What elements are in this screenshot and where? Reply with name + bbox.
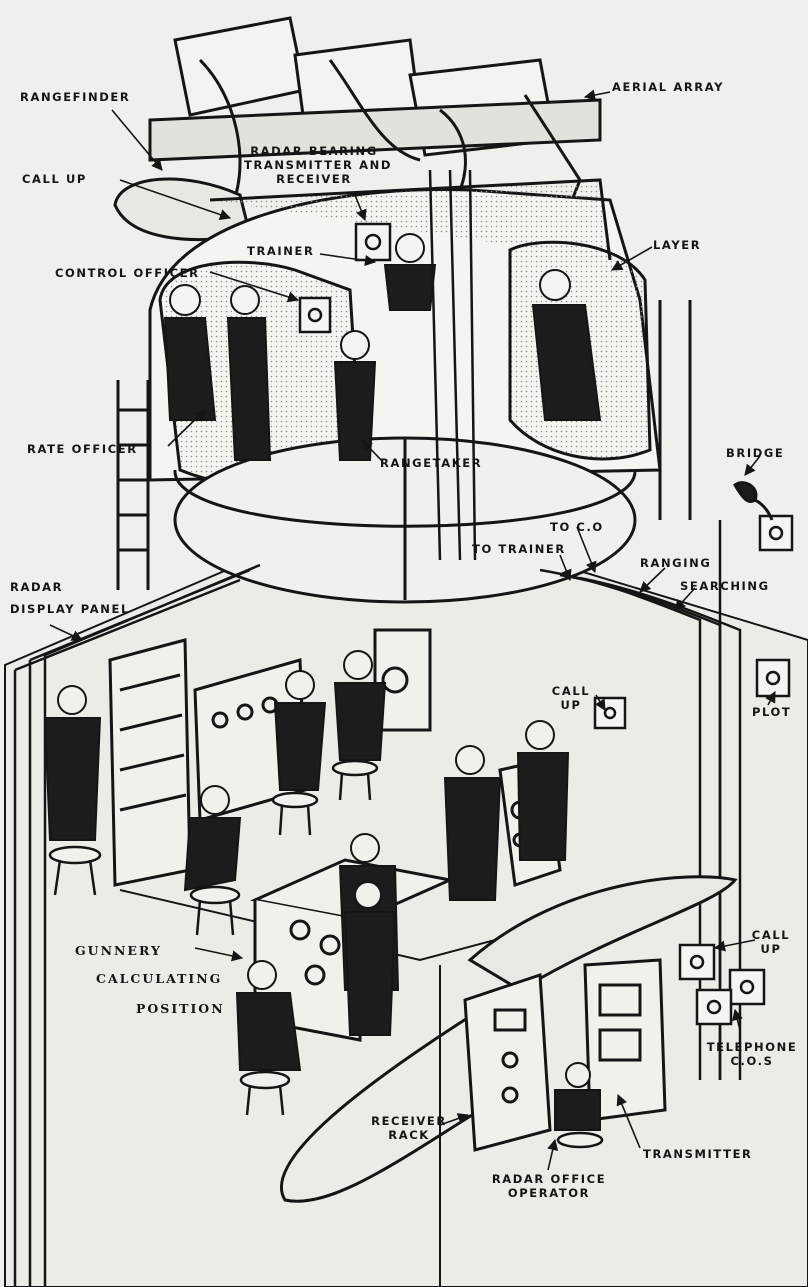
label-radar-display-line2: DISPLAY PANEL [10, 602, 130, 616]
bridge-handset [733, 481, 774, 521]
label-radar-office-operator: RADAR OFFICE OPERATOR [484, 1172, 614, 1200]
label-bridge: BRIDGE [726, 446, 785, 460]
junction-boxes [298, 222, 794, 1026]
label-receiver-rack: RECEIVER RACK [366, 1114, 452, 1142]
label-rate-officer: RATE OFFICER [27, 442, 138, 456]
label-telephone-line1: TELEPHONE [706, 1040, 798, 1054]
tower-crew [163, 233, 602, 461]
label-control-officer: CONTROL OFFICER [55, 266, 200, 280]
label-radar-bearing-line2: TRANSMITTER AND [244, 158, 392, 172]
tower-ladders [116, 300, 692, 590]
label-call-up-top: CALL UP [22, 172, 87, 186]
label-call-up-mid: CALL UP [548, 684, 594, 712]
label-radar-bearing-line3: RECEIVER [276, 172, 352, 186]
label-receiver-line1: RECEIVER [371, 1114, 447, 1128]
label-layer: LAYER [653, 238, 702, 252]
label-radar-display-line1: RADAR [10, 580, 64, 594]
receiver-rack [463, 972, 552, 1152]
label-call-up-mid-line1: CALL [551, 684, 591, 698]
label-gunnery-line3: POSITION [136, 1001, 225, 1016]
label-gunnery-line2: CALCULATING [96, 971, 223, 986]
label-radar-bearing-line1: RADAR BEARING [250, 144, 378, 158]
leader-arrows [49, 89, 776, 1171]
label-call-up-right: CALL UP [748, 928, 794, 956]
label-call-up-right-line2: UP [760, 942, 782, 956]
label-radar-office-line1: RADAR OFFICE [491, 1172, 607, 1186]
label-plot: PLOT [752, 705, 792, 719]
rangefinder-tube [113, 177, 252, 242]
stools [48, 759, 604, 1149]
label-radar-office-line2: OPERATOR [507, 1186, 591, 1200]
label-trainer: TRAINER [247, 244, 315, 258]
label-radar-display-panel: RADAR DISPLAY PANEL [10, 580, 130, 616]
cable-runs [13, 169, 742, 1287]
label-call-up-mid-line2: UP [560, 698, 582, 712]
label-radar-bearing: RADAR BEARING TRANSMITTER AND RECEIVER [244, 144, 392, 186]
label-receiver-line2: RACK [388, 1128, 430, 1142]
label-ranging: RANGING [640, 556, 712, 570]
label-transmitter: TRANSMITTER [643, 1147, 753, 1161]
radar-display-panel [108, 628, 432, 887]
label-searching: SEARCHING [680, 579, 770, 593]
aerial-array [148, 16, 602, 232]
cable-tray [279, 875, 738, 1203]
label-rangefinder: RANGEFINDER [20, 90, 131, 104]
lower-crew [43, 650, 601, 1131]
label-telephone-cos: TELEPHONE C.O.S [700, 1040, 804, 1068]
label-rangetaker: RANGETAKER [380, 456, 483, 470]
label-aerial-array: AERIAL ARRAY [612, 80, 725, 94]
label-gunnery-line1: GUNNERY [75, 943, 162, 958]
label-call-up-right-line1: CALL [751, 928, 791, 942]
label-to-co: TO C.O [550, 520, 604, 534]
label-telephone-line2: C.O.S [730, 1054, 774, 1068]
label-to-trainer: TO TRAINER [472, 542, 566, 556]
